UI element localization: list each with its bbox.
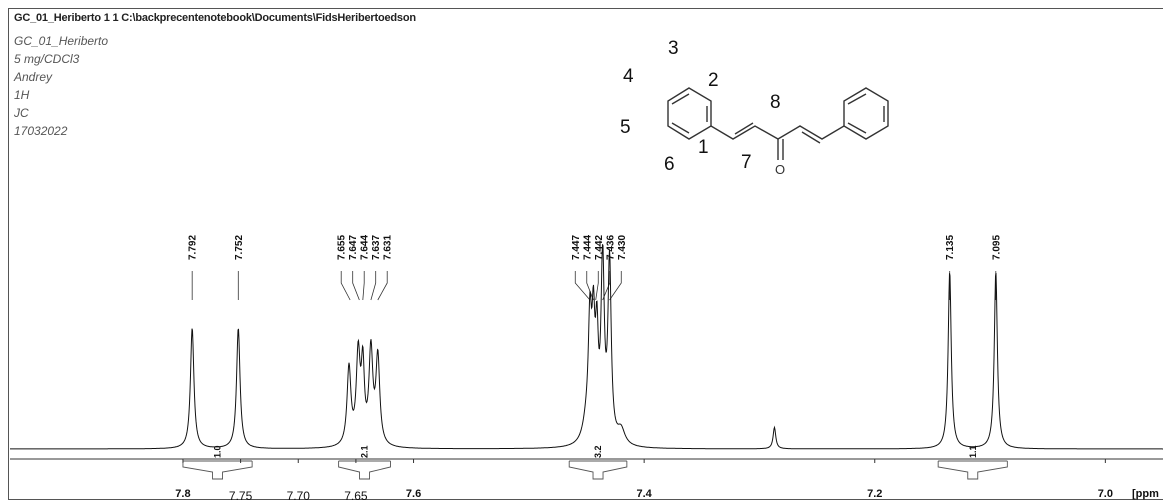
integral-value-label: 3.2 [593, 445, 603, 458]
right-ring-inner-bond-1 [847, 93, 867, 105]
alkene-chain-left [710, 125, 779, 140]
peak-shift-label: 7.631 [383, 235, 394, 260]
peak-connector-line [609, 271, 622, 301]
atom-label-1: 1 [698, 137, 709, 158]
peak-connector-line [377, 271, 388, 301]
peak-shift-label: 7.447 [571, 235, 582, 260]
peak-shift-label: 7.655 [337, 235, 348, 260]
peak-connector-line [362, 271, 365, 301]
peak-shift-label: 7.135 [945, 235, 956, 260]
param-initials: JC [14, 106, 29, 120]
atom-label-3: 3 [668, 38, 679, 59]
param-nucleus: 1H [14, 88, 30, 102]
alkene-double-bond-left [734, 122, 754, 135]
integral-value-label: 1.1 [968, 445, 978, 458]
x-axis-ticks: 7.8 7.75 7.70 7.65 7.6 7.4 7.2 7.0 [ppm [175, 459, 1159, 503]
left-phenyl-ring [667, 87, 712, 140]
peak-shift-label: 7.792 [188, 235, 199, 260]
integral-bracket [937, 461, 1008, 480]
x-tick-label: 7.0 [1098, 488, 1113, 500]
peak-connector-line [370, 271, 377, 301]
peak-shift-label: 7.647 [348, 235, 359, 260]
peak-connector-line [595, 271, 599, 301]
peak-connector-line [586, 271, 594, 301]
param-operator: Andrey [14, 70, 53, 84]
right-phenyl-ring [843, 87, 889, 140]
oxygen-label: O [775, 162, 785, 177]
param-concentration: 5 mg/CDCl3 [14, 52, 80, 66]
integral-layer: 1.0 2.1 3.2 1.1 [182, 445, 1008, 480]
atom-label-8: 8 [770, 92, 781, 113]
atom-label-6: 6 [664, 154, 675, 175]
x-tick-label: 7.2 [867, 488, 882, 500]
x-axis-label: [ppm [1132, 488, 1159, 500]
x-tick-label: 7.75 [229, 489, 253, 503]
peak-shift-label: 7.442 [594, 235, 605, 260]
x-tick-label: 7.8 [175, 488, 190, 500]
acquisition-parameters: GC_01_Heriberto 5 mg/CDCl3 Andrey 1H JC … [14, 32, 108, 140]
peak-shift-label: 7.430 [617, 235, 628, 260]
peak-connector-line [352, 271, 360, 301]
integral-bracket [568, 461, 628, 480]
x-tick-label: 7.70 [287, 489, 311, 503]
peak-connector-line [340, 271, 351, 301]
peak-shift-label: 7.436 [605, 235, 616, 260]
spectrum-trace [10, 244, 1163, 450]
integral-bracket [338, 461, 391, 480]
integral-value-label: 2.1 [360, 445, 370, 458]
spectrum-frame [8, 8, 1163, 500]
left-ring-inner-bonds [671, 93, 690, 105]
x-tick-label: 7.65 [344, 489, 368, 503]
molecule-structure [667, 87, 889, 160]
atom-label-7: 7 [741, 152, 752, 173]
spectrum-header-title: GC_01_Heriberto 1 1 C:\backprecentenoteb… [14, 12, 416, 24]
atom-label-2: 2 [708, 70, 719, 91]
peak-shift-label: 7.095 [991, 235, 1002, 260]
alkene-chain-right [777, 125, 845, 140]
peak-connector-line [574, 271, 591, 301]
param-date: 17032022 [14, 124, 68, 138]
peak-shift-label: 7.637 [371, 235, 382, 260]
integral-bracket [182, 461, 253, 480]
param-sample-name: GC_01_Heriberto [14, 34, 109, 48]
x-tick-label: 7.6 [406, 488, 421, 500]
x-tick-label: 7.4 [637, 488, 653, 500]
alkene-double-bond-right [801, 131, 821, 144]
peak-shift-label: 7.644 [360, 235, 371, 260]
integral-value-label: 1.0 [213, 445, 223, 458]
right-ring-inner-bond-3 [847, 122, 867, 134]
atom-label-5: 5 [620, 117, 631, 138]
peak-shift-label: 7.444 [582, 235, 593, 260]
left-ring-inner-bond-3 [671, 122, 690, 134]
peak-shift-label: 7.752 [234, 235, 245, 260]
atom-label-4: 4 [623, 66, 634, 87]
peak-connector-line [602, 271, 611, 301]
